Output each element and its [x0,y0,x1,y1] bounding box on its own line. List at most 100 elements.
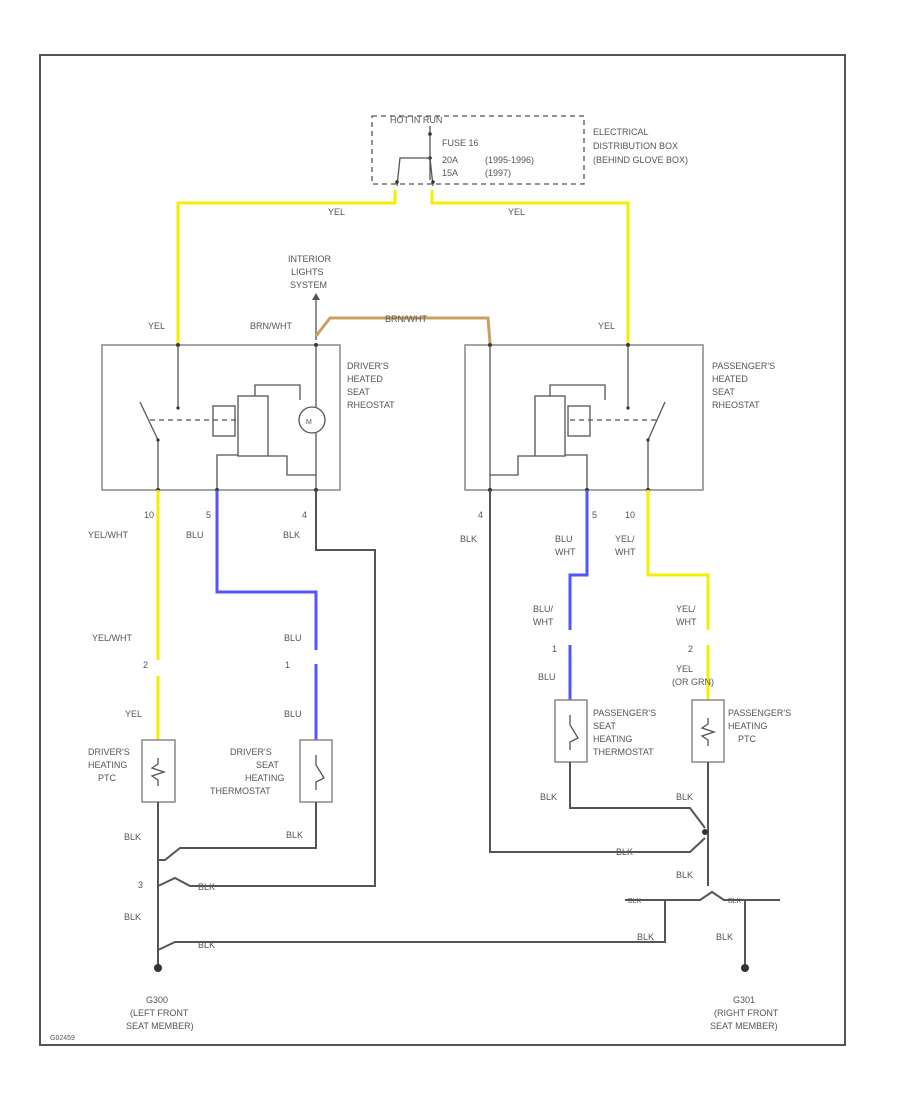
edb-label-2: DISTRIBUTION BOX [593,141,678,151]
fuse-line1-amp: 20A [442,155,458,165]
pin-10-left: 10 [144,510,154,520]
driver-rheostat-label-3: SEAT [347,387,370,397]
label-blk-mid-right: BLK [616,847,633,857]
label-yel-wht-left-top: YEL/WHT [88,530,129,540]
label-blk-ground-horiz: BLK [198,940,215,950]
pin-3-left: 3 [138,880,143,890]
label-yel-wht-right-2: WHT [615,547,636,557]
passenger-rheostat-label-3: SEAT [712,387,735,397]
fuse-box-header: HOT IN RUN [390,115,442,125]
label-blk-left-thermo: BLK [286,830,303,840]
blu-wht-wire-right [568,490,589,630]
passenger-ptc-heater [691,699,725,763]
passenger-rheostat-label-1: PASSENGER'S [712,361,775,371]
driver-thermostat-4: THERMOSTAT [210,786,271,796]
ground-left-2: (LEFT FRONT [130,1008,189,1018]
pin-2-left: 2 [143,660,148,670]
driver-thermostat-1: DRIVER'S [230,747,272,757]
label-blk-pas-thermo: BLK [540,792,557,802]
passenger-rheostat [464,343,704,492]
label-blk-splice-left: BLK [198,882,215,892]
label-blk-right-vertical: BLK [676,870,693,880]
driver-rheostat-label-2: HEATED [347,374,383,384]
driver-thermostat-3: HEATING [245,773,284,783]
interior-lights-1: INTERIOR [288,254,332,264]
label-blu-wht-right-1: BLU [555,534,573,544]
driver-rheostat: M [101,343,341,492]
label-yel-wht-right-1: YEL/ [615,534,635,544]
fuse-box: HOT IN RUN FUSE 16 20A (1995-1996) 15A (… [371,115,585,187]
label-yel-left-low: YEL [125,709,142,719]
pin-5-left: 5 [206,510,211,520]
passenger-ptc-2: HEATING [728,721,767,731]
label-blu-wht-right-mid-2: WHT [533,617,554,627]
label-yel-left-rheo: YEL [148,321,165,331]
blu-wire-left [215,490,318,650]
label-brn-wht-left: BRN/WHT [250,321,292,331]
pin-4-right: 4 [478,510,483,520]
edb-label-1: ELECTRICAL [593,127,649,137]
label-blu-left-mid: BLU [284,633,302,643]
yel-wire-left-feed [176,190,397,343]
ground-right-3: SEAT MEMBER) [710,1021,778,1031]
pin-4-left: 4 [302,510,307,520]
passenger-thermostat-1: PASSENGER'S [593,708,656,718]
edb-label-3: (BEHIND GLOVE BOX) [593,155,688,165]
label-blk-lower-connector: BLK [628,898,642,905]
label-yel-wht-right-mid-1: YEL/ [676,604,696,614]
ground-left-symbol [154,964,162,972]
label-yel-or-grn-1: YEL [676,664,693,674]
passenger-thermostat [554,699,588,763]
ground-left-3: SEAT MEMBER) [126,1021,194,1031]
label-blk-ground-right: BLK [716,932,733,942]
ground-right-1: G301 [733,995,755,1005]
ground-left-1: G300 [146,995,168,1005]
pin-1-right: 1 [552,644,557,654]
label-blk-pas-ptc: BLK [676,792,693,802]
label-yel-top-right: YEL [508,207,525,217]
interior-lights-arrow [312,293,320,300]
label-blu-wht-right-2: WHT [555,547,576,557]
driver-thermostat [299,739,333,803]
pin-5-right: 5 [592,510,597,520]
blk-wire-right-connector [625,890,780,901]
ground-right-symbol [741,964,749,972]
passenger-thermostat-4: THERMOSTAT [593,747,654,757]
label-yel-right-rheo: YEL [598,321,615,331]
label-blu-wht-right-mid-1: BLU/ [533,604,554,614]
driver-ptc-heater [141,739,176,803]
interior-lights-2: LIGHTS [291,267,324,277]
driver-thermostat-2: SEAT [256,760,279,770]
driver-ptc-2: HEATING [88,760,127,770]
blk-wire-left-ground-horiz [157,900,666,951]
yel-wire-right-feed [430,190,630,343]
label-brn-wht-mid: BRN/WHT [385,314,427,324]
label-blk-ground-left: BLK [124,912,141,922]
driver-rheostat-label-1: DRIVER'S [347,361,389,371]
blk-wire-right-return [489,490,706,853]
yel-wht-wire-right [646,490,710,630]
passenger-ptc-1: PASSENGER'S [728,708,791,718]
blk-wire-left-thermo [158,802,317,861]
driver-ptc-1: DRIVER'S [88,747,130,757]
label-blu-left: BLU [186,530,204,540]
figure-id: G02459 [50,1035,75,1042]
label-yel-wht-right-mid-2: WHT [676,617,697,627]
label-blu-left-low: BLU [284,709,302,719]
label-yel-wht-left-mid: YEL/WHT [92,633,133,643]
svg-text:M: M [306,419,312,426]
label-blk-left: BLK [283,530,300,540]
blk-wire-pas-thermo [569,762,706,829]
passenger-rheostat-label-4: RHEOSTAT [712,400,760,410]
pin-1-left: 1 [285,660,290,670]
passenger-rheostat-label-2: HEATED [712,374,748,384]
label-blk-left-ptc: BLK [124,832,141,842]
label-blu-right-low: BLU [538,672,556,682]
label-blk-right-top: BLK [460,534,477,544]
pin-2-right: 2 [688,644,693,654]
driver-rheostat-label-4: RHEOSTAT [347,400,395,410]
fuse-line2-amp: 15A [442,168,458,178]
passenger-thermostat-3: HEATING [593,734,632,744]
driver-ptc-3: PTC [98,773,117,783]
blk-wire-left-return [157,490,376,887]
